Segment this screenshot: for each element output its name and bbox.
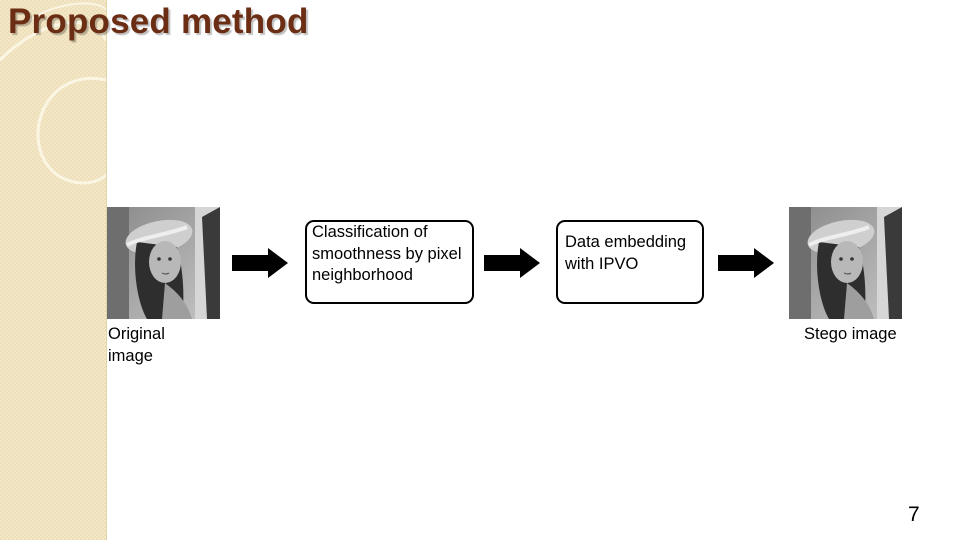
right-arrow-icon — [718, 248, 774, 278]
original-image-photo — [107, 207, 220, 319]
right-arrow-icon — [484, 248, 540, 278]
flow-arrow-3 — [718, 248, 774, 278]
sidebar-curve-ornament-icon — [0, 2, 106, 185]
portrait-photo-icon — [107, 207, 220, 319]
right-arrow-icon — [232, 248, 288, 278]
flow-arrow-1 — [232, 248, 288, 278]
step-box-data-embedding: Data embedding with IPVO — [556, 220, 704, 304]
page-number: 7 — [908, 503, 920, 526]
slide-title: Proposed method — [8, 2, 309, 41]
stego-image-photo — [789, 207, 902, 319]
step-label-data-embedding: Data embedding with IPVO — [565, 233, 687, 273]
portrait-photo-icon — [789, 207, 902, 319]
stego-image-caption: Stego image — [804, 325, 897, 343]
step-box-classification: Classification of smoothness by pixel ne… — [305, 220, 474, 304]
flow-arrow-2 — [484, 248, 540, 278]
original-image-caption: Original image — [108, 325, 165, 365]
step-label-classification: Classification of smoothness by pixel ne… — [312, 223, 462, 284]
decorative-sidebar — [0, 0, 107, 540]
